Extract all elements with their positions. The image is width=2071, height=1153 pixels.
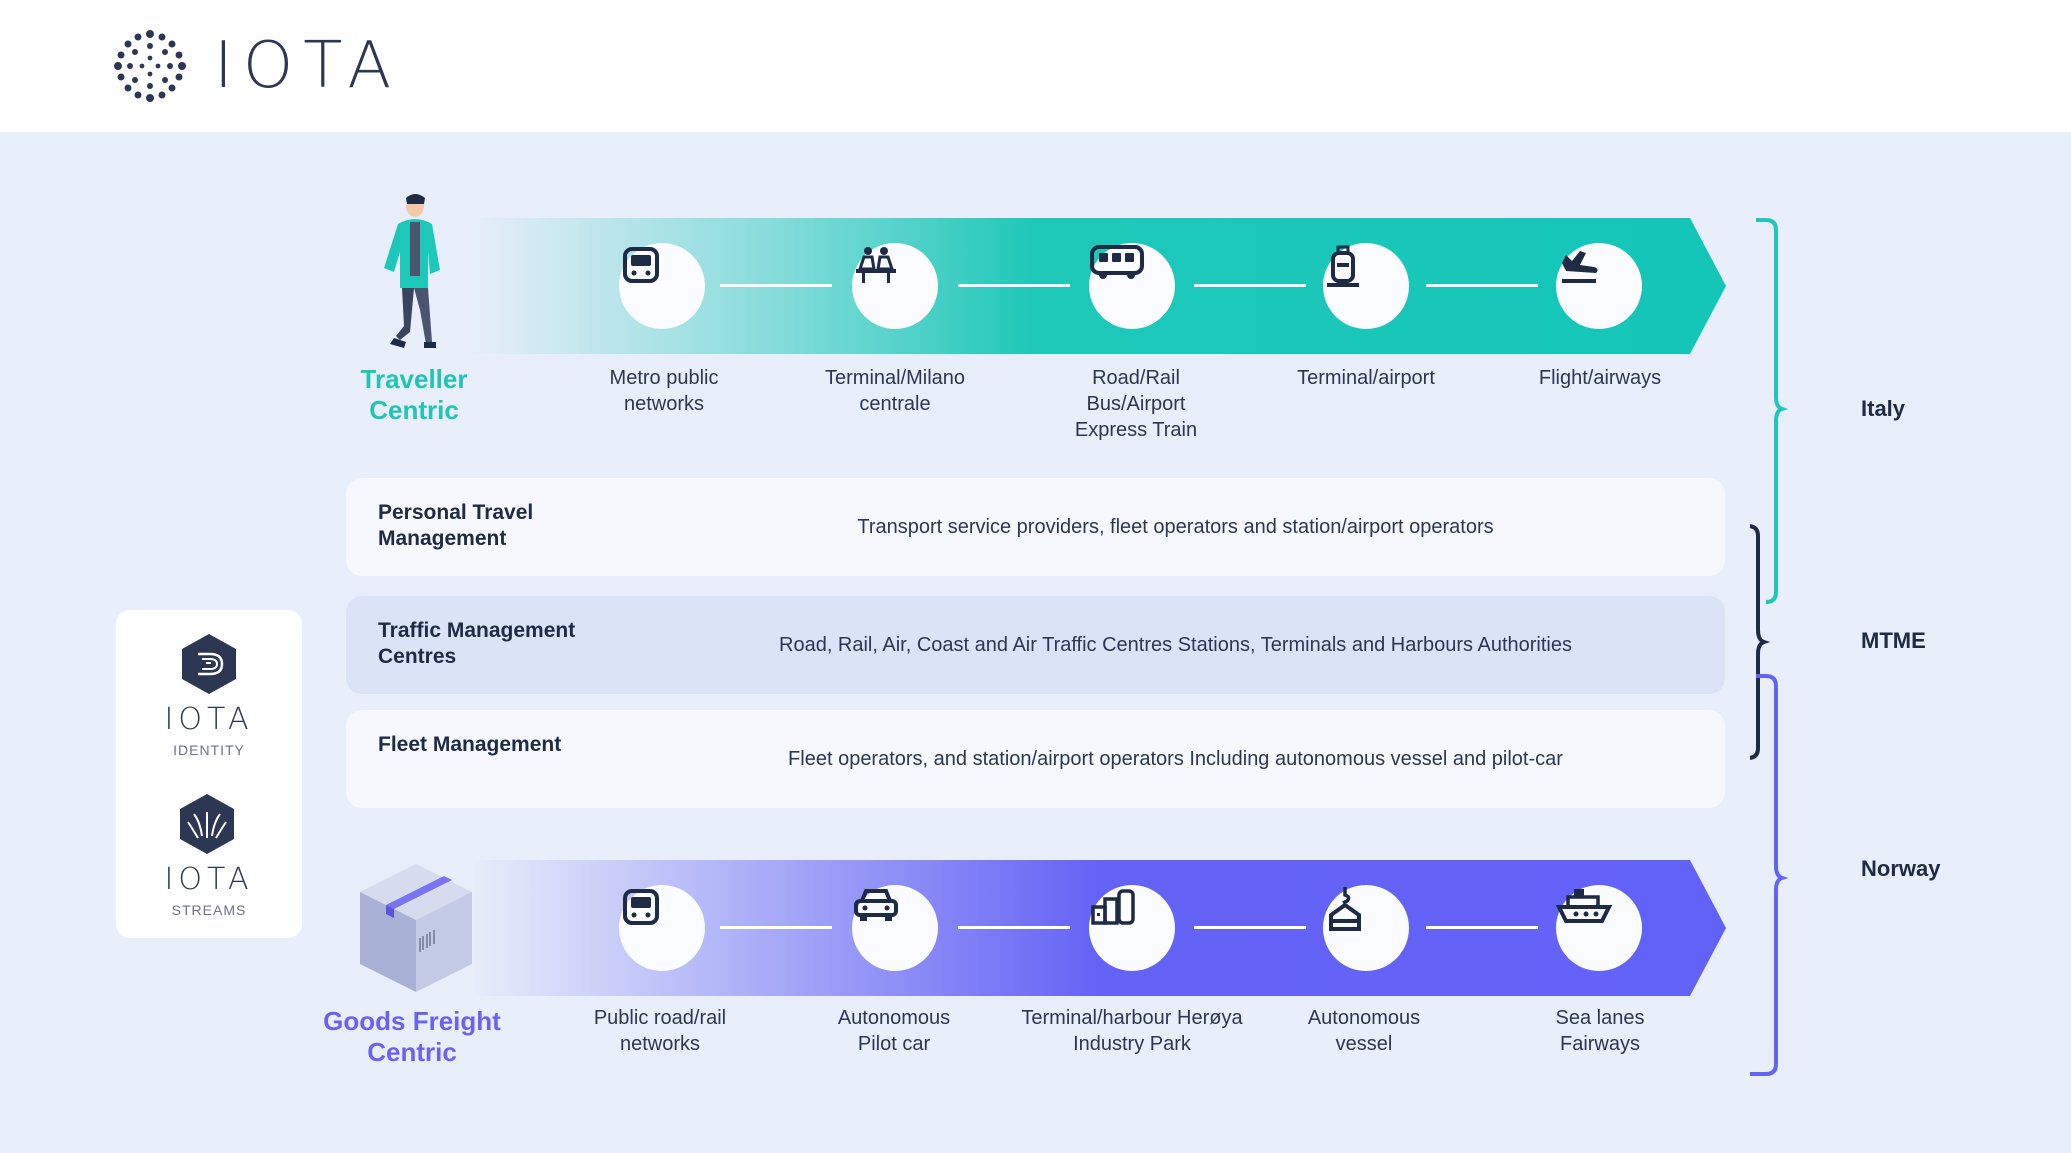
diagram-canvas: Traveller Centric [0, 132, 2071, 1153]
goods-step-node [1089, 885, 1175, 971]
norway-bracket [1750, 674, 1789, 1076]
traveller-step-node [1323, 243, 1409, 329]
row-title: Personal Travel Management [378, 501, 534, 550]
harbour-icon [1091, 889, 1135, 925]
management-row: Traffic Management Centres Road, Rail, A… [346, 596, 1725, 694]
goods-step-label: Autonomous vessel [1307, 1007, 1421, 1055]
traveller-step-node [619, 243, 705, 329]
row-description: Transport service providers, fleet opera… [857, 515, 1494, 538]
iota-identity-icon [182, 634, 236, 694]
traveller-centric-title: Traveller Centric [360, 364, 468, 425]
goods-link [720, 926, 832, 929]
goods-step-node [1323, 885, 1409, 971]
goods-step-label: Sea lanes Fairways [1555, 1007, 1645, 1055]
plane-icon [1562, 251, 1598, 283]
goods-step-label: Terminal/harbour Herøya Industry Park [1021, 1007, 1243, 1055]
traveller-step-label: Terminal/airport [1297, 367, 1435, 389]
iota-products-panel: IOTA IDENTITY IOTA STREAMS [116, 610, 302, 938]
goods-step-node [1556, 885, 1642, 971]
traveller-step-node [1556, 243, 1642, 329]
traveller-step-node [852, 243, 938, 329]
traveller-step-node [1089, 243, 1175, 329]
traveller-step-label: Road/Rail Bus/Airport Express Train [1074, 367, 1198, 441]
traveller-link [720, 284, 832, 287]
region-brackets [1750, 218, 1789, 1076]
iota-streams-icon [180, 794, 234, 854]
region-label-italy: Italy [1861, 396, 1906, 421]
traveller-step-label: Terminal/Milano centrale [825, 367, 966, 415]
goods-link [1194, 926, 1306, 929]
iota-logo-icon [114, 30, 186, 102]
traveller-journey-band [470, 218, 1726, 354]
metro-icon [623, 247, 659, 283]
terminal-seats-icon [856, 247, 896, 283]
goods-centric-title: Goods Freight Centric [323, 1006, 501, 1067]
ship-icon [1556, 889, 1612, 923]
traveller-step-label: Flight/airways [1538, 367, 1662, 389]
bus-icon [1090, 245, 1144, 279]
region-label-norway: Norway [1861, 856, 1941, 881]
traveller-figure-icon [384, 194, 440, 348]
goods-link [958, 926, 1070, 929]
car-icon [854, 889, 898, 921]
identity-name: IOTA [164, 702, 254, 737]
row-description: Road, Rail, Air, Coast and Air Traffic C… [779, 633, 1572, 656]
goods-link [1426, 926, 1538, 929]
traveller-link [1426, 284, 1538, 287]
italy-bracket [1756, 218, 1789, 604]
crane-icon [1329, 887, 1361, 931]
streams-sub: STREAMS [171, 902, 247, 918]
row-title: Traffic Management Centres [378, 619, 576, 668]
row-description: Fleet operators, and station/airport ope… [788, 747, 1563, 770]
management-row: Fleet Management Fleet operators, and st… [346, 710, 1725, 808]
traveller-link [958, 284, 1070, 287]
mtme-bracket [1750, 524, 1771, 760]
iota-logo: IOTA [112, 28, 401, 104]
freight-box-icon [360, 864, 472, 992]
metro-icon [623, 889, 659, 925]
goods-journey-band [470, 860, 1726, 996]
luggage-icon [1327, 245, 1359, 287]
streams-name: IOTA [164, 862, 254, 897]
brand-name: IOTA [214, 29, 402, 103]
region-label-mtme: MTME [1861, 628, 1926, 653]
goods-step-label: Public road/rail networks [593, 1007, 727, 1055]
goods-step-node [852, 885, 938, 971]
goods-step-label: Autonomous Pilot car [837, 1007, 951, 1055]
traveller-step-label: Metro public networks [609, 367, 719, 415]
goods-step-node [619, 885, 705, 971]
row-title: Fleet Management [378, 733, 562, 756]
management-row: Personal Travel Management Transport ser… [346, 478, 1725, 576]
header: IOTA [0, 0, 2071, 132]
identity-sub: IDENTITY [173, 742, 245, 758]
traveller-link [1194, 284, 1306, 287]
